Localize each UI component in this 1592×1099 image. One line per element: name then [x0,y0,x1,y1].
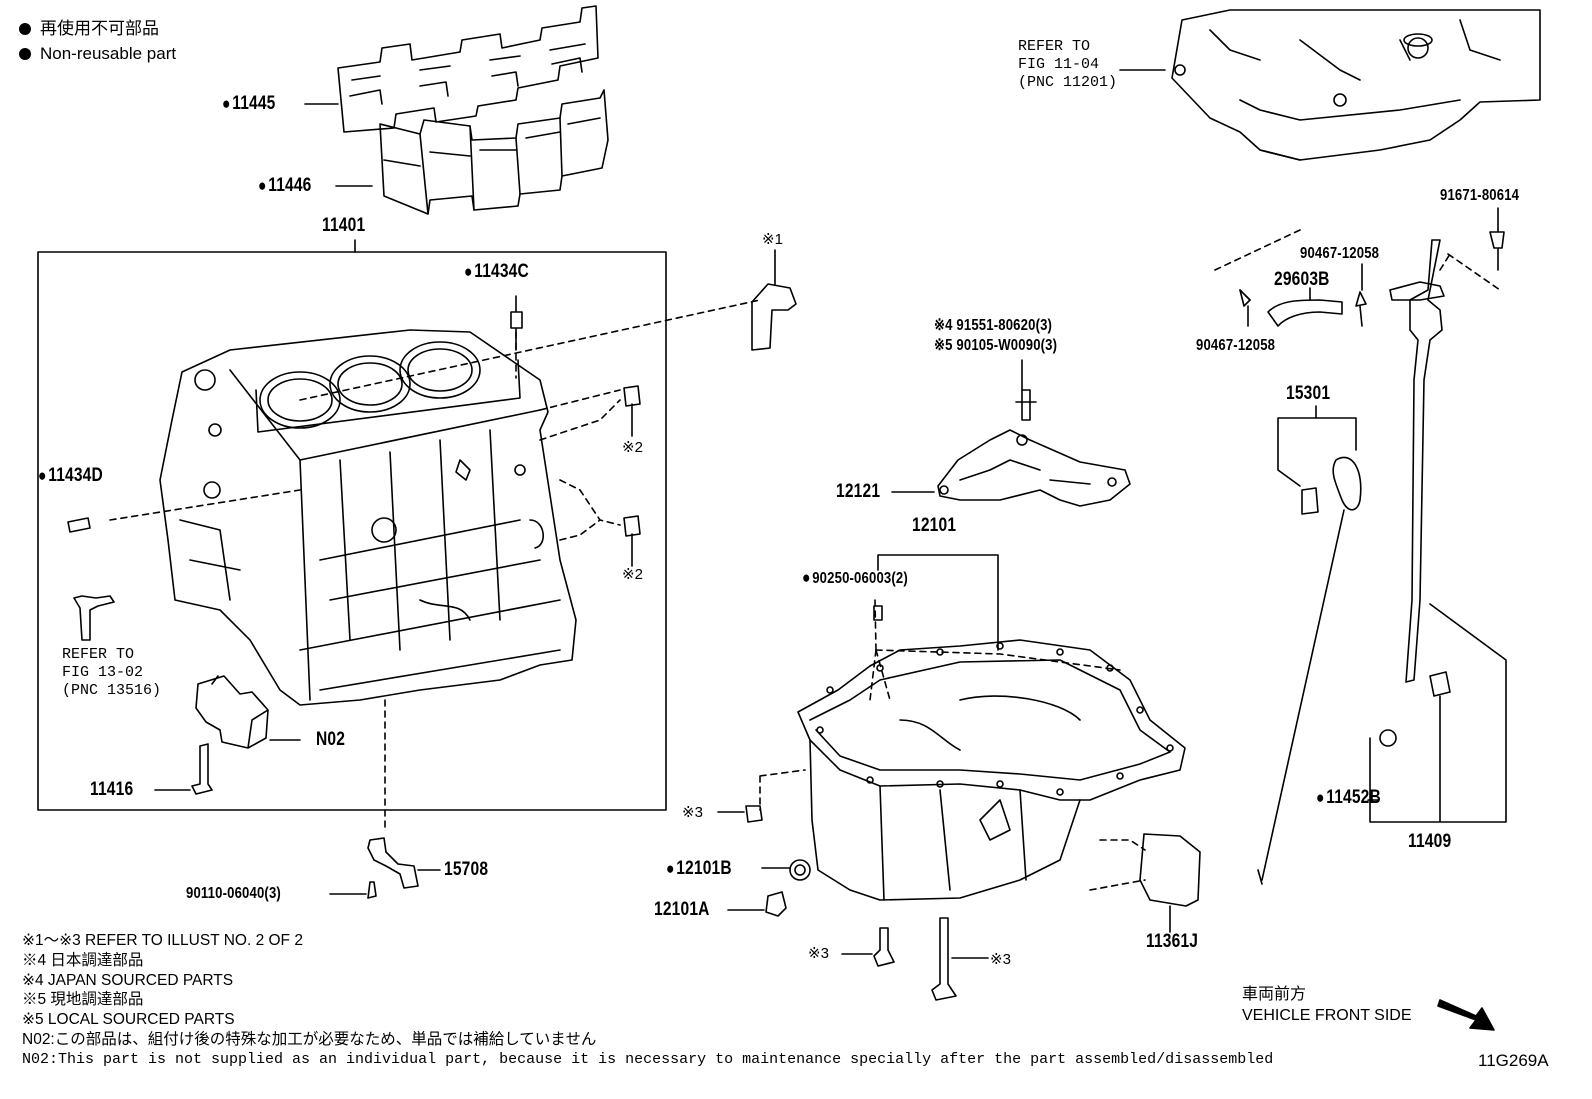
part-11434c-label: 11434C [474,261,529,282]
note-6: N02:この部品は、組付け後の特殊な加工が必要なため、単品では補給していません [22,1030,597,1048]
legend-en: Non-reusable part [40,44,177,63]
notes-block: ※1～※3 REFER TO ILLUST NO. 2 OF 2 ※4 日本調達… [22,931,1273,1070]
upper-bearing-shells-drawing [337,5,599,133]
part-91551-80620[interactable]: ※4 91551-80620(3) [934,317,1053,334]
dipstick-guide-drawing [1405,239,1443,683]
part-n02[interactable]: N02 [316,729,346,750]
bolt-11416-drawing [154,743,213,795]
legend-jp: 再使用不可部品 [40,19,159,38]
ref-fig1302-line3: (PNC 13516) [62,682,162,699]
part-91671-80614[interactable]: 91671-80614 [1440,187,1520,204]
part-11446[interactable]: 11446 [258,176,312,195]
oil-pan-drawing [797,639,1186,901]
note-7: N02:This part is not supplied as an indi… [22,1050,1274,1068]
part-29603b[interactable]: 29603B [1274,269,1330,290]
part-11409[interactable]: 11409 [1408,831,1452,852]
part-11446-label: 11446 [268,175,312,196]
bearing-cap-n02-drawing [195,675,301,749]
part-11434d[interactable]: 11434D [38,466,103,485]
ref-fig1302: REFER TO FIG 13-02 (PNC 13516) [62,646,161,700]
part-11401[interactable]: 11401 [322,215,366,236]
part-11452b-label: 11452B [1326,787,1381,808]
part-90110-06040[interactable]: 90110-06040(3) [186,885,281,902]
direction-en: VEHICLE FRONT SIDE [1242,1007,1412,1024]
pin-11434d-drawing [67,517,91,533]
mark-x2-upper: ※2 [622,439,643,456]
figure-id: 11G269A [1478,1051,1549,1070]
part-11445-label: 11445 [232,93,276,114]
note-5: ※5 LOCAL SOURCED PARTS [22,1011,235,1029]
dipstick-15301-drawing [1261,456,1362,881]
sleeve-lower-drawing [623,515,641,567]
note-4: ※5 現地調達部品 [22,991,144,1009]
ref-fig1104-line1: REFER TO [1018,38,1091,55]
part-12101[interactable]: 12101 [912,515,957,536]
part-90467-12058-lower[interactable]: 90467-12058 [1196,337,1276,354]
oil-strainer-plate-drawing [1139,833,1201,907]
lower-bearing-shells-drawing [379,89,609,215]
ref-fig1104-line2: FIG 11-04 [1018,56,1100,73]
part-15708[interactable]: 15708 [444,859,489,880]
front-direction-arrow [1437,999,1495,1031]
part-11445[interactable]: 11445 [222,94,276,113]
mark-x1: ※1 [762,231,783,248]
mark-x3-bolt-right: ※3 [990,951,1011,968]
part-11416[interactable]: 11416 [90,779,134,800]
pin-11434c-drawing [510,295,523,351]
part-11434d-label: 11434D [48,465,103,486]
part-90105-w0090[interactable]: ※5 90105-W0090(3) [934,337,1058,354]
mark-x2-lower: ※2 [622,566,643,583]
hose-29603b-drawing [1267,299,1343,327]
ref-fig1104: REFER TO FIG 11-04 (PNC 11201) [1018,38,1117,92]
part-11452b[interactable]: 11452B [1316,788,1381,807]
cylinder-block-group-box [37,251,667,811]
nozzle-15708-drawing [367,837,441,889]
oil-pump-housing-drawing [1171,9,1541,161]
note-2: ※4 日本調達部品 [22,951,144,969]
ref-fig1104-line3: (PNC 11201) [1018,74,1118,91]
part-11361j[interactable]: 11361J [1146,931,1199,952]
ref-fig1302-line2: FIG 13-02 [62,664,144,681]
part-11434c[interactable]: 11434C [464,262,529,281]
part-12101b-label: 12101B [676,858,732,879]
ref-fig1302-line1: REFER TO [62,646,135,663]
mark-x3-nut: ※3 [682,804,703,821]
part-90250-06003[interactable]: 90250-06003(2) [802,569,908,587]
cylinder-block-drawing [159,329,577,706]
part-12101a[interactable]: 12101A [654,899,710,920]
part-15301[interactable]: 15301 [1286,383,1331,404]
hose-13516-drawing [73,595,115,641]
part-12101b[interactable]: 12101B [666,859,732,878]
mark-x3-bolt-left: ※3 [808,945,829,962]
note-1: ※1～※3 REFER TO ILLUST NO. 2 OF 2 [22,932,303,949]
baffle-plate-drawing [937,429,1131,507]
sleeve-upper-drawing [623,385,641,437]
part-12121[interactable]: 12121 [836,481,881,502]
bracket-x1-drawing [751,249,797,351]
part-90467-12058-upper[interactable]: 90467-12058 [1300,245,1380,262]
part-90250-label: 90250-06003(2) [812,570,908,587]
note-3: ※4 JAPAN SOURCED PARTS [22,971,234,989]
direction-jp: 車両前方 [1242,986,1307,1003]
